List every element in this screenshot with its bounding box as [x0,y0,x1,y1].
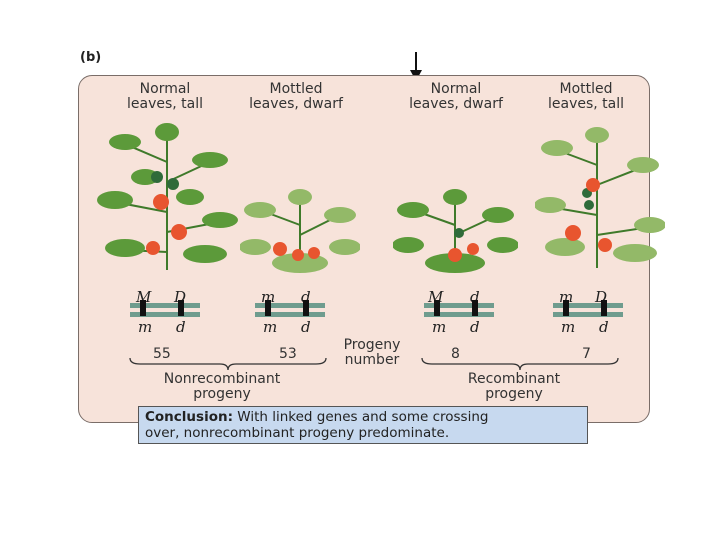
allele-bottom-left: m [432,318,447,336]
plant-mottled-tall [535,127,665,268]
phenotype-4-line2: leaves, tall [547,96,625,112]
allele-top-left: m [261,288,276,306]
allele-bottom-right: d [599,318,609,336]
allele-bottom-right: d [301,318,311,336]
plant-normal-tall [97,123,238,270]
phenotype-label-3: Normal leaves, dwarf [381,82,531,112]
locus-marker [472,300,478,316]
phenotype-1-line2: leaves, tall [126,96,204,112]
allele-bottom-left: m [561,318,576,336]
chromosome-bar-bottom [553,312,623,317]
nonrecombinant-line1: Nonrecombinant [163,371,281,387]
phenotype-label-4: Mottled leaves, tall [511,82,661,112]
chromosome-pair-2: m d m d [255,288,325,338]
chromosome-bar-top [255,303,325,308]
phenotype-3-line1: Normal [430,81,482,97]
allele-top-left: m [559,288,574,306]
conclusion-label: Conclusion: [145,409,233,425]
progeny-count-2: 53 [279,346,297,362]
chromosome-pair-3: M d m d [424,288,494,338]
plant-normal-dwarf [393,189,518,273]
conclusion-text-2: over, nonrecombinant progeny predominate… [145,425,450,441]
nonrecombinant-label: Nonrecombinant progeny [122,372,322,402]
allele-bottom-right: d [176,318,186,336]
locus-marker [265,300,271,316]
locus-marker [601,300,607,316]
progeny-number-label: Progeny number [330,338,414,368]
allele-bottom-left: m [138,318,153,336]
phenotype-label-1: Normal leaves, tall [90,82,240,112]
recombinant-brace-icon [421,357,619,371]
progeny-label-line2: number [344,352,400,368]
allele-top-left: M [136,288,152,306]
locus-marker [178,300,184,316]
chromosome-bar-top [130,303,200,308]
phenotype-2-line2: leaves, dwarf [249,96,343,112]
recombinant-line1: Recombinant [467,371,561,387]
conclusion-line1: Conclusion: With linked genes and some c… [145,409,581,425]
progeny-count-1: 55 [153,346,171,362]
nonrecombinant-brace-icon [129,357,327,371]
allele-bottom-left: m [263,318,278,336]
locus-marker [303,300,309,316]
progeny-count-4: 7 [582,346,591,362]
panel-label: (b) [80,50,102,65]
locus-marker [434,300,440,316]
chromosome-bar-bottom [424,312,494,317]
allele-bottom-right: d [470,318,480,336]
progeny-count-3: 8 [451,346,460,362]
recombinant-label: Recombinant progeny [414,372,614,402]
phenotype-3-line2: leaves, dwarf [409,96,503,112]
chromosome-bar-bottom [130,312,200,317]
locus-marker [140,300,146,316]
allele-top-right: d [301,288,311,306]
chromosome-bar-top [424,303,494,308]
phenotype-4-line1: Mottled [559,81,613,97]
conclusion-box: Conclusion: With linked genes and some c… [138,406,588,444]
locus-marker [563,300,569,316]
chromosome-pair-1: M D m d [130,288,200,338]
nonrecombinant-line2: progeny [193,386,251,402]
conclusion-text-1: With linked genes and some crossing [232,409,489,425]
chromosome-pair-4: m D m d [553,288,623,338]
phenotype-label-2: Mottled leaves, dwarf [221,82,371,112]
chromosome-bar-bottom [255,312,325,317]
phenotype-2-line1: Mottled [269,81,323,97]
chromosome-bar-top [553,303,623,308]
allele-top-right: d [470,288,480,306]
recombinant-line2: progeny [485,386,543,402]
plant-mottled-dwarf [240,189,360,273]
progeny-label-line1: Progeny [343,337,401,353]
phenotype-1-line1: Normal [139,81,191,97]
